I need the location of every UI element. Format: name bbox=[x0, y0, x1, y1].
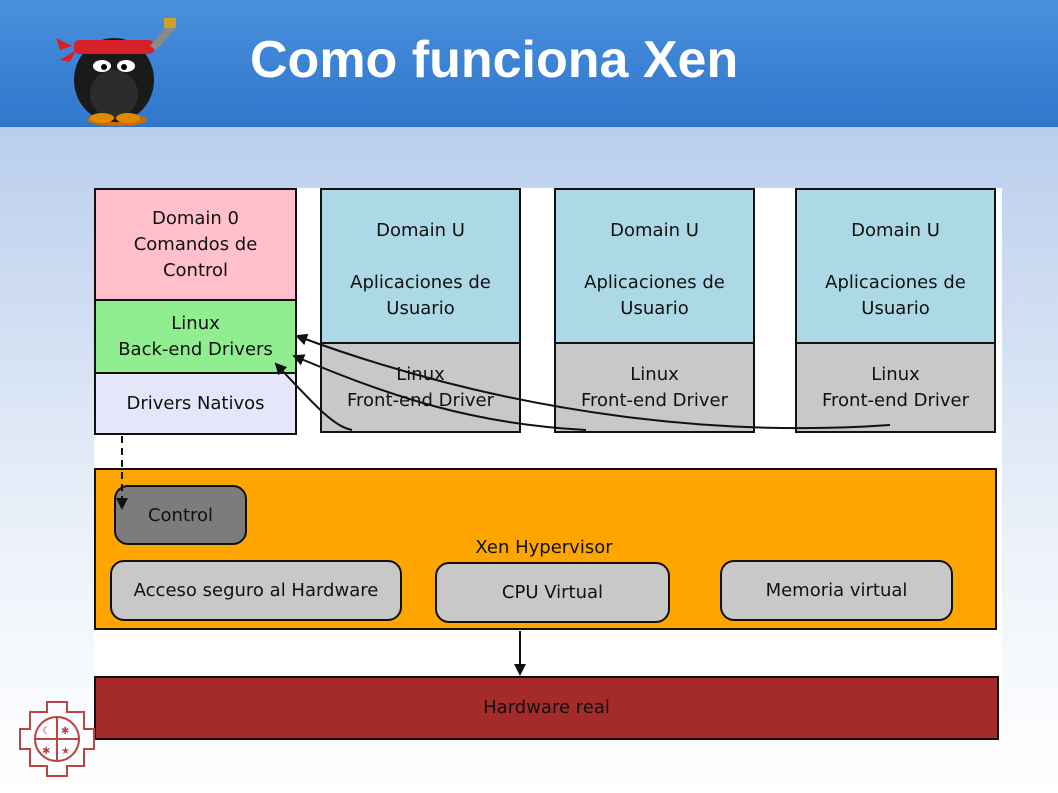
university-seal-icon: ☾ ✱ ✱ ★ bbox=[19, 701, 95, 777]
secure-access-label: Acceso seguro al Hardware bbox=[133, 580, 379, 601]
hardware-label: Hardware real bbox=[483, 697, 610, 718]
slide-header bbox=[0, 0, 1058, 127]
diagram-arrows bbox=[116, 333, 891, 676]
svg-text:☾: ☾ bbox=[42, 726, 51, 737]
frontend-driver-2-box: Linux Front-end Driver bbox=[554, 342, 755, 433]
domain0-line3: Control bbox=[162, 259, 229, 281]
backend-line2: Back-end Drivers bbox=[118, 338, 273, 360]
xen-hypervisor-label: Xen Hypervisor bbox=[475, 537, 613, 558]
domainu-title: Domain U bbox=[851, 220, 940, 241]
frontend-3-to-backend-arrow bbox=[295, 333, 891, 430]
ninja-penguin-icon bbox=[56, 18, 176, 126]
native-drivers-label: Drivers Nativos bbox=[126, 392, 265, 414]
svg-text:✱: ✱ bbox=[42, 746, 50, 757]
cpu-virtual-label: CPU Virtual bbox=[501, 582, 604, 603]
domain0-line2: Comandos de bbox=[133, 233, 258, 255]
frontend-line2: Front-end Driver bbox=[821, 389, 970, 411]
control-pill: Control bbox=[114, 485, 247, 545]
domainu-2-box: Domain U Aplicaciones de Usuario bbox=[554, 188, 755, 344]
slide-title: Como funciona Xen bbox=[250, 31, 739, 89]
frontend-line1: Linux bbox=[630, 363, 679, 385]
frontend-line2: Front-end Driver bbox=[346, 389, 495, 411]
frontend-driver-3-box: Linux Front-end Driver bbox=[795, 342, 996, 433]
native-drivers-box: Drivers Nativos bbox=[94, 372, 297, 435]
virtual-memory-pill: Memoria virtual bbox=[720, 560, 953, 621]
domainu-apps2: Usuario bbox=[386, 298, 455, 319]
control-label: Control bbox=[147, 504, 214, 526]
svg-text:✱: ✱ bbox=[61, 726, 69, 737]
frontend-1-to-backend-arrow bbox=[274, 362, 353, 431]
domainu-apps1: Aplicaciones de bbox=[584, 272, 725, 293]
domainu-1-box: Domain U Aplicaciones de Usuario bbox=[320, 188, 521, 344]
domainu-title: Domain U bbox=[610, 220, 699, 241]
secure-access-pill: Acceso seguro al Hardware bbox=[110, 560, 402, 621]
cpu-virtual-pill: CPU Virtual bbox=[435, 562, 670, 623]
hardware-box: Hardware real bbox=[94, 676, 999, 740]
domain0-title: Domain 0 bbox=[151, 207, 240, 229]
domainu-apps2: Usuario bbox=[620, 298, 689, 319]
frontend-2-to-backend-arrow bbox=[292, 354, 587, 431]
frontend-line2: Front-end Driver bbox=[580, 389, 729, 411]
frontend-line1: Linux bbox=[871, 363, 920, 385]
domainu-title: Domain U bbox=[376, 220, 465, 241]
xen-architecture-diagram: Domain 0 Comandos de Control Linux Back-… bbox=[94, 188, 1002, 741]
domainu-apps1: Aplicaciones de bbox=[350, 272, 491, 293]
domainu-apps2: Usuario bbox=[861, 298, 930, 319]
svg-text:★: ★ bbox=[61, 746, 70, 757]
virtual-memory-label: Memoria virtual bbox=[765, 580, 908, 601]
domainu-3-box: Domain U Aplicaciones de Usuario bbox=[795, 188, 996, 344]
backend-line1: Linux bbox=[171, 312, 220, 334]
domainu-apps1: Aplicaciones de bbox=[825, 272, 966, 293]
